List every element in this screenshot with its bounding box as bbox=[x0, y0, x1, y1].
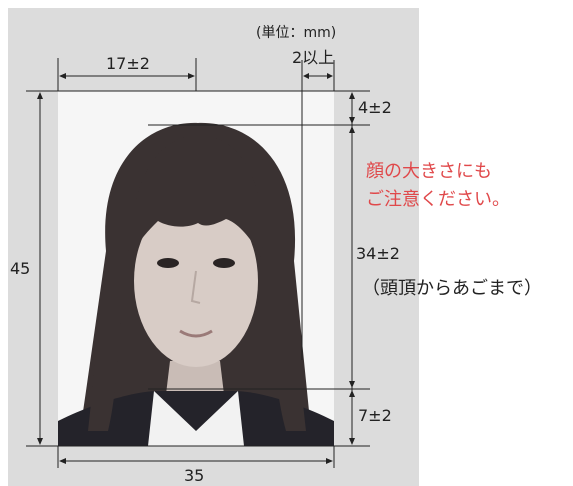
head-offset-label: 17±2 bbox=[106, 54, 150, 73]
height-label: 45 bbox=[10, 259, 31, 278]
face-length-label: 34±2 bbox=[356, 244, 400, 263]
bottom-margin-label: 7±2 bbox=[358, 406, 392, 425]
width-label: 35 bbox=[184, 466, 205, 485]
side-margin-label: 2以上 bbox=[292, 48, 335, 67]
id-photo-sample bbox=[58, 91, 334, 446]
face-size-note-line2: ご注意ください。 bbox=[366, 189, 510, 210]
top-margin-label: 4±2 bbox=[358, 98, 392, 117]
face-length-note: （頭頂からあごまで） bbox=[362, 278, 542, 299]
face-size-note-line1: 顔の大きさにも bbox=[366, 161, 492, 182]
unit-label: (単位：mm) bbox=[256, 25, 337, 41]
